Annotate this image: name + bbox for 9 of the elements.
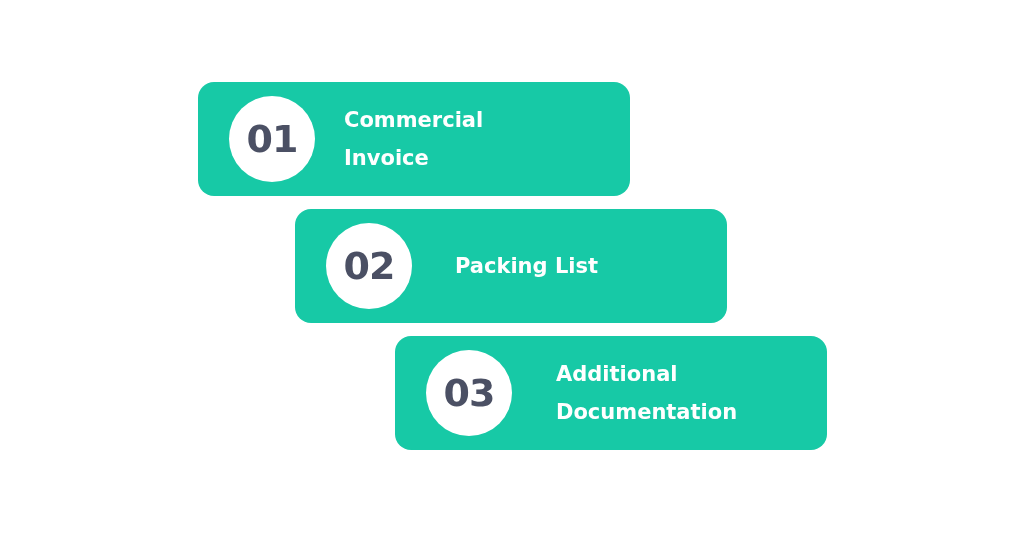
- step-label: Packing List: [455, 253, 600, 280]
- number-circle: 01: [229, 96, 315, 182]
- step-box: [295, 209, 727, 323]
- number-circle: 03: [426, 350, 512, 436]
- step-label: Commercial Invoice: [344, 107, 485, 172]
- step-label: Additional Documentation: [556, 361, 739, 426]
- step-box: [395, 336, 827, 450]
- step-box: [198, 82, 630, 196]
- number-circle: 02: [326, 223, 412, 309]
